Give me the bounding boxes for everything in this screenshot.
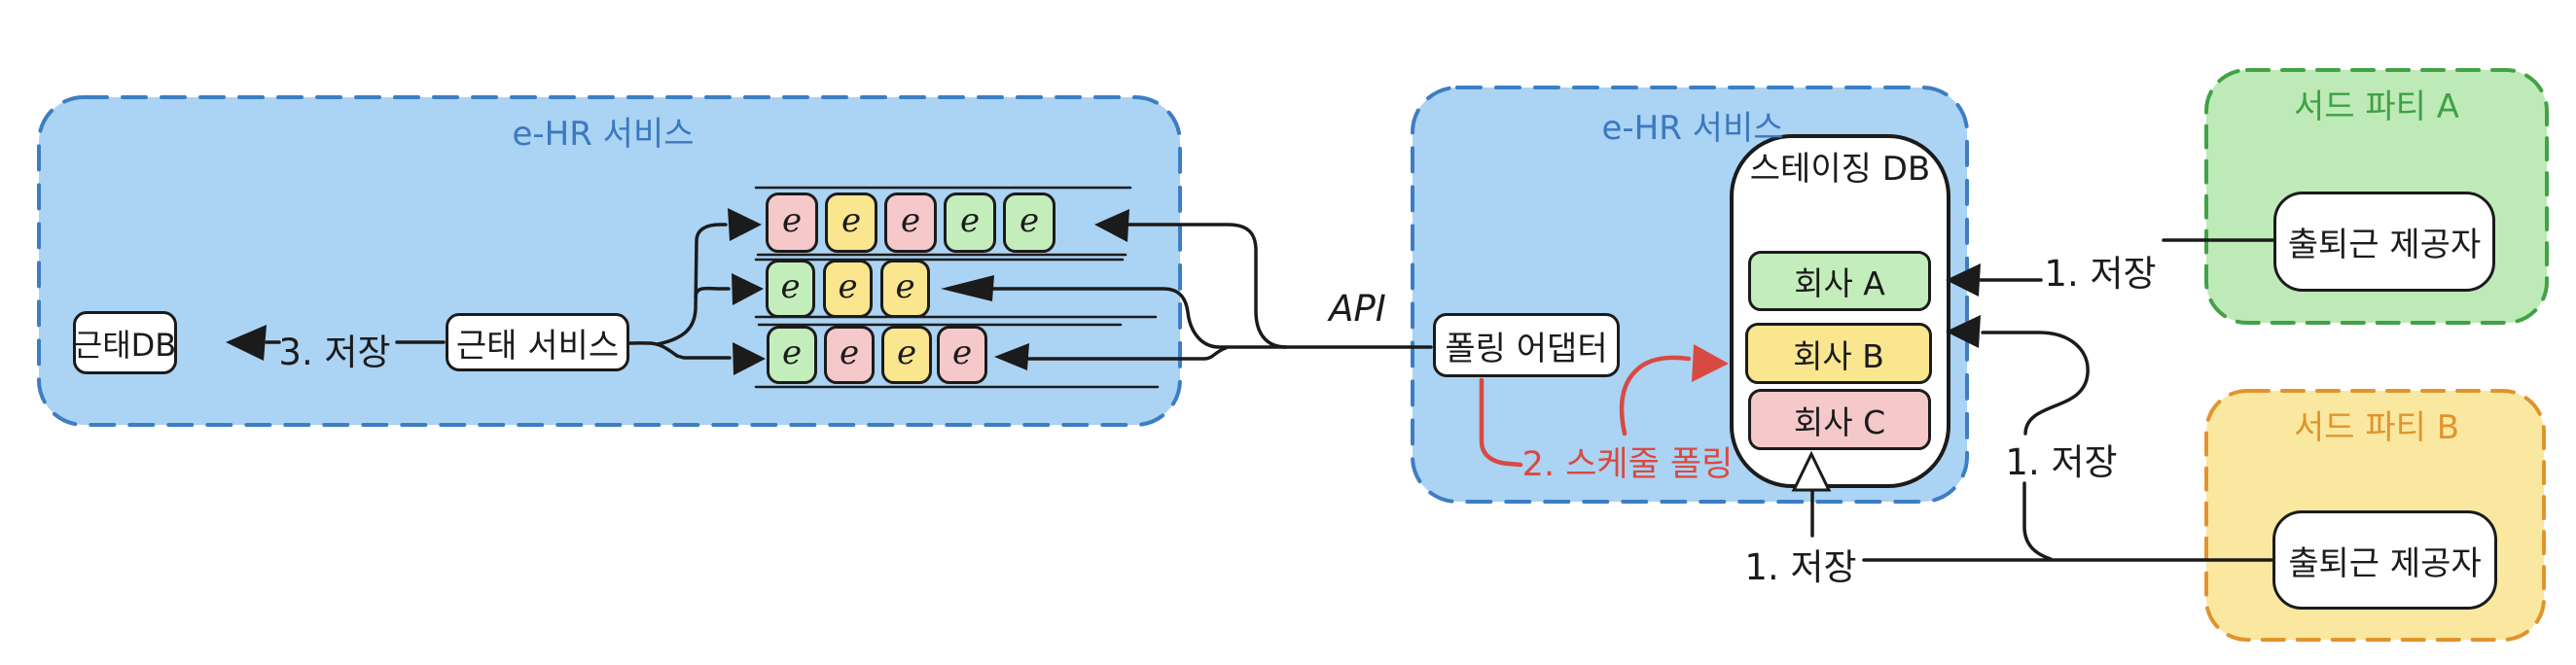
container-shapes <box>37 68 2549 642</box>
row2-to-api <box>991 287 1220 349</box>
event-square: e <box>766 260 815 318</box>
fanout-riser <box>656 223 728 346</box>
event-square: e <box>1003 192 1055 253</box>
schedule-polling-annotation <box>1479 355 1692 468</box>
attendance-db-box: 근태DB <box>73 311 177 374</box>
arrowhead-up-into-staging <box>1791 450 1832 492</box>
arrowhead-row1-left <box>728 208 762 241</box>
event-square: e <box>881 326 932 384</box>
event-square: e <box>823 260 873 318</box>
attendance-service-box: 근태 서비스 <box>446 313 629 371</box>
staging-db-title: 스테이징 DB <box>1749 150 1931 189</box>
black-connectors <box>265 223 2275 562</box>
event-stream-rails <box>754 186 1160 389</box>
row3-to-api <box>1026 346 1228 361</box>
fanout-row2 <box>694 286 731 298</box>
red-arrowhead-into-staging <box>1692 344 1729 382</box>
arrowhead-row3-right <box>994 343 1029 370</box>
left-ehr-service-title: e-HR 서비스 <box>512 115 695 154</box>
arrowhead-row2-right <box>941 275 994 301</box>
arrowhead-row3-left <box>733 342 766 375</box>
company-c-box: 회사 C <box>1748 389 1931 450</box>
row1-to-api <box>1126 223 1288 349</box>
red-elbow-from-adapter <box>1479 377 1523 468</box>
attendance-provider-a-box: 출퇴근 제공자 <box>2273 192 2495 292</box>
save-step-3-label: 3. 저장 <box>278 332 391 373</box>
arrowhead-row1-right <box>1094 209 1129 242</box>
provider-b-branch-upper <box>1981 331 2090 436</box>
schedule-polling-label: 2. 스케줄 폴링 <box>1521 445 1734 484</box>
save-step-1-label-a: 1. 저장 <box>2044 253 2157 295</box>
event-square: e <box>937 326 987 384</box>
save-step-1-label-b: 1. 저장 <box>2005 441 2118 483</box>
save-step-1-label-c: 1. 저장 <box>1744 546 1857 588</box>
hub-ehr-service-title: e-HR 서비스 <box>1601 109 1784 148</box>
event-square: e <box>884 192 937 253</box>
company-a-box: 회사 A <box>1748 251 1931 311</box>
third-party-a-title: 서드 파티 A <box>2294 88 2459 126</box>
event-square: e <box>825 192 877 253</box>
attendance-provider-b-box: 출퇴근 제공자 <box>2272 510 2497 610</box>
arrowhead-into-company-a <box>1946 263 1981 297</box>
third-party-b-title: 서드 파티 B <box>2293 408 2460 447</box>
event-square: e <box>944 192 996 253</box>
arrowhead-into-company-b <box>1946 315 1981 348</box>
arrowheads <box>226 208 1981 375</box>
event-square: e <box>824 326 875 384</box>
company-b-box: 회사 B <box>1745 323 1932 384</box>
api-label: API <box>1329 288 1386 330</box>
event-square: e <box>880 260 930 318</box>
arrowhead-row2-left <box>732 273 764 305</box>
event-square: e <box>767 326 817 384</box>
arrowhead-into-attendance-db <box>226 325 267 361</box>
event-square: e <box>766 192 818 253</box>
polling-adapter-box: 폴링 어댑터 <box>1433 313 1620 377</box>
provider-b-branch-lower <box>2022 481 2053 561</box>
red-curve-to-staging <box>1619 355 1692 437</box>
